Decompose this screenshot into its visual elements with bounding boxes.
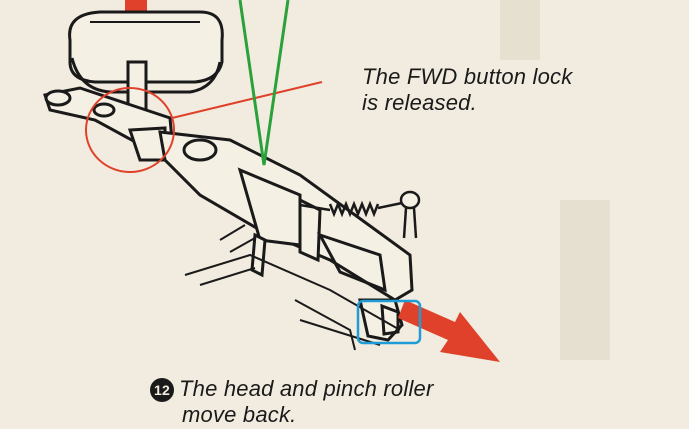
step-number-badge: 12 <box>150 378 174 402</box>
move-back-arrow <box>398 300 500 362</box>
callout-head-move-text1: The head and pinch roller <box>179 376 434 401</box>
green-marker <box>238 0 290 166</box>
lock-callout <box>85 81 323 173</box>
chassis-lines <box>184 224 401 351</box>
background-tint <box>500 0 610 360</box>
motor-housing <box>68 10 224 94</box>
callout-fwd-lock-line2: is released. <box>362 90 477 115</box>
return-spring <box>299 190 421 239</box>
callout-fwd-lock-line1: The FWD button lock <box>362 64 573 89</box>
head-slide-plate <box>158 130 414 302</box>
callout-fwd-lock: The FWD button lock is released. <box>362 64 662 116</box>
lock-lever <box>43 86 174 162</box>
callout-head-move-line2: move back. <box>182 402 297 427</box>
highlight-box <box>356 299 422 345</box>
